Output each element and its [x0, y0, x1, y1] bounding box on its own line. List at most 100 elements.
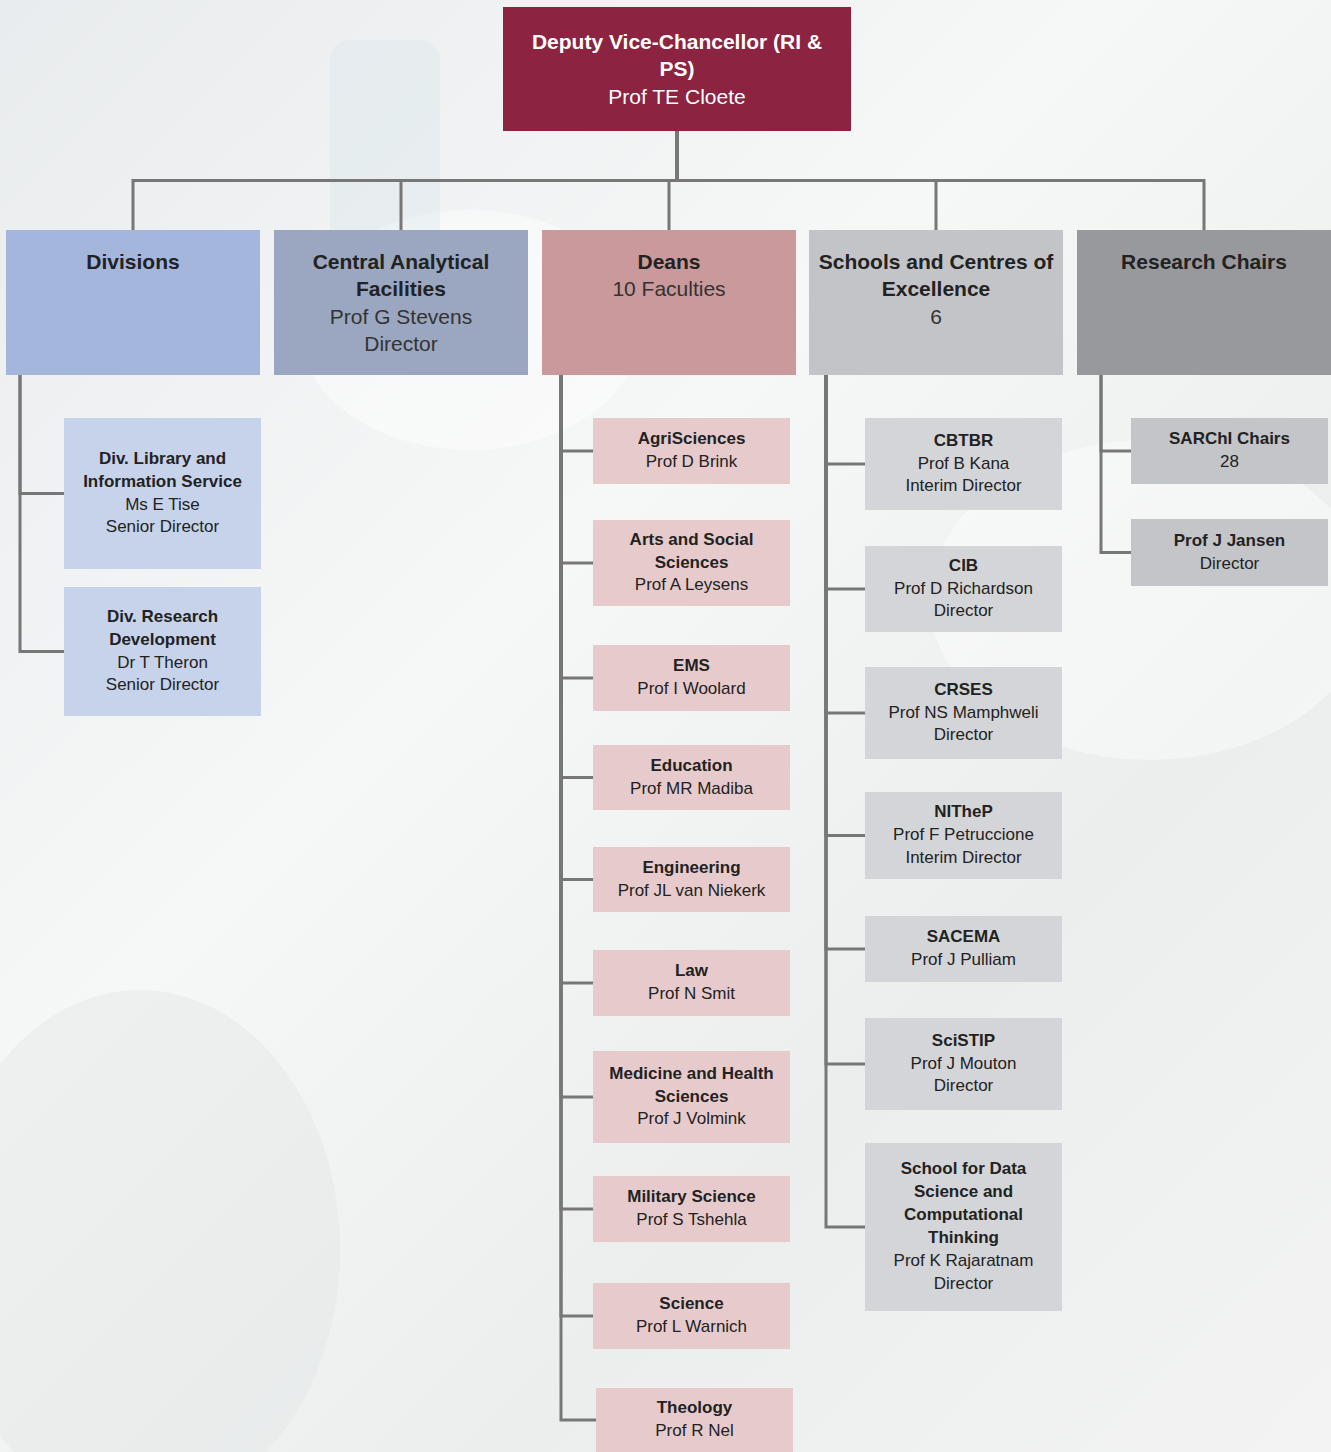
unit-box: Medicine and Health SciencesProf J Volmi…	[593, 1051, 790, 1143]
unit-title: SciSTIP	[932, 1030, 995, 1053]
org-connector	[20, 375, 64, 652]
unit-title: Medicine and Health Sciences	[601, 1063, 782, 1109]
unit-box: EducationProf MR Madiba	[593, 745, 790, 810]
executive-box: Deputy Vice-Chancellor (RI & PS)Prof TE …	[503, 7, 851, 131]
unit-title: Research Chairs	[1121, 248, 1287, 275]
unit-box: EngineeringProf JL van Niekerk	[593, 847, 790, 912]
unit-detail: Prof TE Cloete	[608, 83, 745, 110]
unit-title: CIB	[949, 555, 978, 578]
org-connector	[561, 375, 593, 880]
unit-title: Arts and Social Sciences	[601, 529, 782, 575]
unit-detail: Prof J Pulliam	[911, 949, 1016, 972]
unit-title: Prof J Jansen	[1174, 530, 1286, 553]
category-box: Divisions	[6, 230, 260, 375]
unit-box: SACEMAProf J Pulliam	[865, 916, 1062, 982]
org-connector	[561, 375, 593, 451]
unit-detail: Interim Director	[905, 847, 1021, 870]
org-connector	[677, 131, 1204, 230]
unit-title: Education	[650, 755, 732, 778]
unit-box: CRSESProf NS MamphweliDirector	[865, 667, 1062, 759]
unit-detail: Ms E Tise	[125, 494, 200, 517]
org-connector	[826, 375, 865, 713]
org-connector	[133, 131, 677, 230]
org-connector	[1101, 375, 1131, 553]
org-connector	[561, 375, 593, 983]
unit-detail: Director	[364, 330, 438, 357]
category-box: Schools and Centres of Excellence6	[809, 230, 1063, 375]
org-connector	[826, 375, 865, 1064]
unit-detail: 6	[930, 303, 942, 330]
unit-title: Div. Research Development	[72, 606, 253, 652]
unit-box: Div. Library and Information ServiceMs E…	[64, 418, 261, 569]
unit-box: AgriSciencesProf D Brink	[593, 418, 790, 484]
unit-detail: Prof N Smit	[648, 983, 735, 1006]
unit-title: Military Science	[627, 1186, 756, 1209]
unit-box: CBTBRProf B KanaInterim Director	[865, 418, 1062, 510]
unit-title: Div. Library and Information Service	[72, 448, 253, 494]
unit-detail: Prof MR Madiba	[630, 778, 753, 801]
org-connector	[561, 375, 593, 563]
unit-detail: Prof D Richardson	[894, 578, 1033, 601]
unit-detail: Prof R Nel	[655, 1420, 733, 1443]
unit-detail: Prof S Tshehla	[636, 1209, 746, 1232]
unit-box: CIBProf D RichardsonDirector	[865, 546, 1062, 632]
unit-detail: Director	[934, 1075, 994, 1098]
org-connector	[826, 375, 865, 464]
unit-box: Prof J JansenDirector	[1131, 519, 1328, 586]
org-connector	[20, 375, 64, 494]
org-connector	[826, 375, 865, 949]
category-box: Deans10 Faculties	[542, 230, 796, 375]
unit-title: SARChI Chairs	[1169, 428, 1290, 451]
unit-box: SARChI Chairs28	[1131, 418, 1328, 484]
unit-box: Arts and Social SciencesProf A Leysens	[593, 520, 790, 606]
unit-detail: Prof K Rajaratnam	[894, 1250, 1034, 1273]
org-connector	[561, 375, 593, 1316]
unit-detail: Prof L Warnich	[636, 1316, 747, 1339]
unit-title: Schools and Centres of Excellence	[817, 248, 1055, 303]
unit-detail: Prof G Stevens	[330, 303, 472, 330]
unit-detail: Senior Director	[106, 516, 219, 539]
unit-detail: 10 Faculties	[612, 275, 725, 302]
unit-box: TheologyProf R Nel	[596, 1388, 793, 1452]
unit-title: CBTBR	[934, 430, 994, 453]
unit-detail: Director	[934, 1273, 994, 1296]
unit-detail: Prof D Brink	[646, 451, 738, 474]
unit-detail: 28	[1220, 451, 1239, 474]
unit-detail: Prof NS Mamphweli	[888, 702, 1038, 725]
unit-detail: Prof J Mouton	[911, 1053, 1017, 1076]
unit-detail: Prof F Petruccione	[893, 824, 1034, 847]
unit-title: CRSES	[934, 679, 993, 702]
unit-title: SACEMA	[927, 926, 1001, 949]
unit-title: Science	[659, 1293, 723, 1316]
unit-box: SciSTIPProf J MoutonDirector	[865, 1018, 1062, 1110]
unit-detail: Prof JL van Niekerk	[618, 880, 766, 903]
org-connector	[1101, 375, 1131, 451]
unit-detail: Dr T Theron	[117, 652, 208, 675]
org-connector	[561, 375, 593, 1097]
org-connector	[826, 375, 865, 1227]
unit-title: Theology	[657, 1397, 733, 1420]
unit-title: Divisions	[86, 248, 179, 275]
unit-title: NITheP	[934, 801, 993, 824]
unit-detail: Senior Director	[106, 674, 219, 697]
flask-shape	[0, 990, 340, 1452]
org-connector	[826, 375, 865, 589]
unit-title: Law	[675, 960, 708, 983]
unit-detail: Prof A Leysens	[635, 574, 748, 597]
unit-title: Deputy Vice-Chancellor (RI & PS)	[513, 28, 841, 83]
unit-title: Engineering	[642, 857, 740, 880]
org-connector	[561, 375, 593, 1209]
unit-detail: Prof B Kana	[918, 453, 1010, 476]
unit-box: ScienceProf L Warnich	[593, 1283, 790, 1349]
org-connector	[561, 375, 596, 1420]
unit-box: EMSProf I Woolard	[593, 645, 790, 711]
category-box: Central Analytical FacilitiesProf G Stev…	[274, 230, 528, 375]
org-connector	[401, 131, 677, 230]
unit-detail: Director	[934, 724, 994, 747]
unit-detail: Interim Director	[905, 475, 1021, 498]
unit-title: School for Data Science and Computationa…	[873, 1158, 1054, 1250]
org-connector	[561, 375, 593, 678]
unit-box: School for Data Science and Computationa…	[865, 1143, 1062, 1311]
unit-detail: Director	[1200, 553, 1260, 576]
unit-title: AgriSciences	[638, 428, 746, 451]
